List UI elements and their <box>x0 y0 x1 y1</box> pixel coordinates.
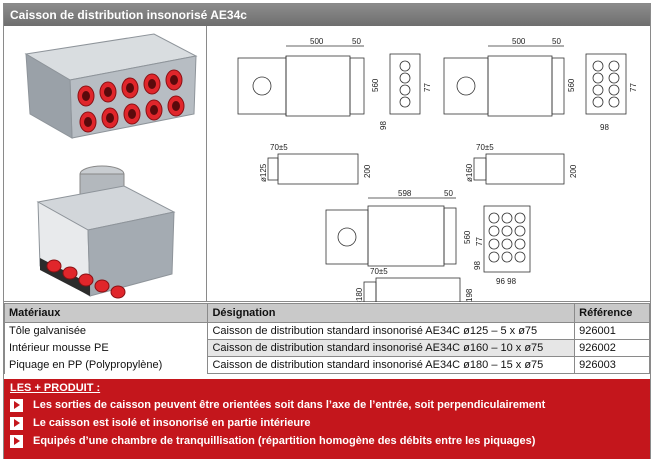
d3-spigot: 70±5 <box>370 267 388 276</box>
d1-diameter: ø125 <box>259 163 268 182</box>
reference-cell: 926003 <box>574 356 650 374</box>
d1-width: 500 <box>310 37 324 46</box>
d3-side2: 98 <box>473 261 482 270</box>
d2-height: 560 <box>567 78 576 92</box>
d3-bottom: 96 98 <box>496 277 517 286</box>
benefit-item: Le caisson est isolé et insonorisé en pa… <box>4 414 650 432</box>
table-row: Intérieur mousse PE Caisson de distribut… <box>3 339 650 357</box>
benefits-title: LES + PRODUIT : <box>10 382 101 394</box>
col-header-materials: Matériaux <box>3 303 209 323</box>
d2-gap: 50 <box>552 37 561 46</box>
product-photo-perpendicular <box>36 165 176 299</box>
product-benefits: LES + PRODUIT : Les sorties de caisson p… <box>4 379 650 459</box>
technical-drawings: 500 50 560 77 98 70±5 ø125 200 500 50 56… <box>208 26 651 302</box>
material-item: Intérieur mousse PE <box>3 339 209 357</box>
d2-side1: 77 <box>629 83 638 92</box>
d1-depth: 200 <box>363 164 372 178</box>
table-header-row: Matériaux Désignation Référence <box>3 303 650 323</box>
page-title: Caisson de distribution insonorisé AE34c <box>4 4 650 26</box>
d1-spigot: 70±5 <box>270 143 288 152</box>
product-photo-axial <box>24 33 198 139</box>
benefit-text: Le caisson est isolé et insonorisé en pa… <box>33 417 311 429</box>
product-photos <box>4 26 207 302</box>
designation-cell: Caisson de distribution standard insonor… <box>207 356 576 374</box>
table-row: Tôle galvanisée Caisson de distribution … <box>3 322 650 340</box>
benefit-text: Les sorties de caisson peuvent être orie… <box>33 399 546 411</box>
d1-height: 560 <box>371 78 380 92</box>
arrow-right-icon <box>10 434 23 448</box>
product-table: Matériaux Désignation Référence Tôle gal… <box>3 303 650 374</box>
d3-height: 560 <box>463 230 472 244</box>
arrow-right-icon <box>10 398 23 412</box>
images-area: 500 50 560 77 98 70±5 ø125 200 500 50 56… <box>4 26 650 302</box>
d2-diameter: ø160 <box>465 163 474 182</box>
benefit-item: Equipés d’une chambre de tranquillisatio… <box>4 432 650 450</box>
d1-side1: 77 <box>423 83 432 92</box>
d3-diameter: ø180 <box>355 287 364 302</box>
benefit-text: Equipés d’une chambre de tranquillisatio… <box>33 435 536 447</box>
designation-cell: Caisson de distribution standard insonor… <box>207 339 576 357</box>
d2-spigot: 70±5 <box>476 143 494 152</box>
col-header-designation: Désignation <box>207 303 576 323</box>
d1-side2: 98 <box>379 121 388 130</box>
d3-width: 598 <box>398 189 412 198</box>
benefit-item: Les sorties de caisson peuvent être orie… <box>4 396 650 414</box>
col-header-reference: Référence <box>574 303 650 323</box>
material-item: Tôle galvanisée <box>3 322 209 340</box>
d3-gap: 50 <box>444 189 453 198</box>
material-item: Piquage en PP (Polypropylène) <box>3 356 209 374</box>
designation-cell: Caisson de distribution standard insonor… <box>207 322 576 340</box>
arrow-right-icon <box>10 416 23 430</box>
d1-gap: 50 <box>352 37 361 46</box>
d2-depth: 200 <box>569 164 578 178</box>
d3-depth: 198 <box>465 288 474 302</box>
reference-cell: 926001 <box>574 322 650 340</box>
product-sheet: Caisson de distribution insonorisé AE34c <box>3 3 651 459</box>
d2-width: 500 <box>512 37 526 46</box>
table-row: Piquage en PP (Polypropylène) Caisson de… <box>3 356 650 374</box>
d3-side1: 77 <box>475 237 484 246</box>
d2-side2: 98 <box>600 123 609 132</box>
reference-cell: 926002 <box>574 339 650 357</box>
